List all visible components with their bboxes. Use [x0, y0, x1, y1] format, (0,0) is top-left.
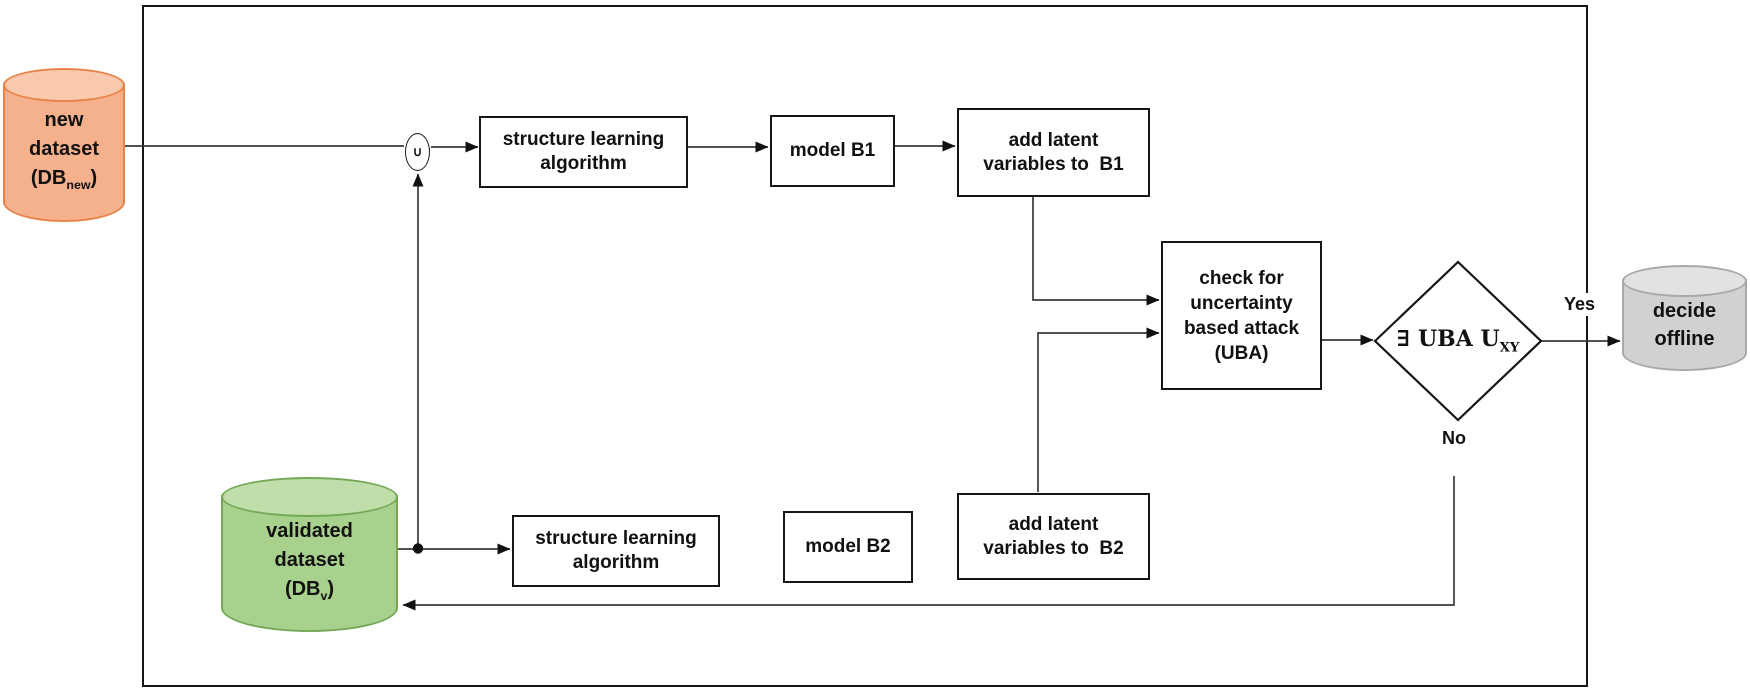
label-line: (DBv) [284, 577, 335, 603]
box-line: uncertainty [1190, 292, 1293, 314]
box-line: algorithm [540, 153, 627, 174]
box-line: based attack [1183, 317, 1300, 339]
check-uba-box: check for uncertainty based attack (UBA) [1161, 241, 1322, 390]
box-line: algorithm [572, 552, 660, 573]
union-symbol: ∪ [412, 144, 423, 159]
decide-offline-label: decide offline [1622, 283, 1747, 367]
edge-addlatentb1-to-check [1032, 197, 1160, 306]
decide-offline-cylinder: decide offline [1622, 265, 1747, 371]
add-latent-b1-box: add latent variables to B1 [957, 108, 1150, 197]
validated-dataset-cylinder: validated dataset (DBv) [221, 477, 398, 632]
no-branch-label: No [1438, 427, 1470, 450]
box-line: variables to B2 [983, 537, 1124, 559]
cylinder-cap [221, 477, 398, 517]
outer-frame [142, 5, 1588, 687]
yes-branch-label: Yes [1560, 293, 1600, 316]
model-b2-box: model B2 [783, 511, 913, 583]
decision-expression: ∃ UBA UXY [1396, 326, 1520, 356]
validated-dataset-label: validated dataset (DBv) [221, 503, 398, 624]
label-line: decide [1652, 300, 1717, 322]
junction-dot [412, 543, 424, 554]
model-b1-box: model B1 [770, 115, 895, 187]
label-line: dataset [274, 548, 345, 571]
box-line: model B2 [805, 536, 891, 557]
label-line: offline [1654, 328, 1715, 350]
box-line: variables to B1 [983, 153, 1124, 175]
edge-addlatentb2-to-check [1037, 327, 1160, 492]
label-line: validated [266, 519, 353, 542]
uba-decision-label: ∃ UBA UXY [1377, 311, 1539, 371]
cylinder-cap [3, 68, 125, 102]
new-dataset-label: new dataset (DBnew) [3, 90, 125, 216]
add-latent-b2-box: add latent variables to B2 [957, 493, 1150, 580]
box-line: add latent [1008, 129, 1099, 151]
cylinder-body [221, 495, 398, 632]
structure-learning-2-box: structure learning algorithm [512, 515, 720, 587]
label-line: (DBnew) [30, 167, 98, 192]
structure-learning-1-box: structure learning algorithm [479, 116, 688, 188]
cylinder-cap [1622, 265, 1747, 297]
box-line: check for [1199, 267, 1284, 289]
label-line: dataset [28, 138, 100, 160]
box-line: add latent [1008, 513, 1099, 535]
uba-decision-diamond [1373, 260, 1543, 422]
cylinder-body [3, 83, 125, 222]
box-line: model B1 [789, 140, 876, 161]
union-node: ∪ [405, 133, 430, 171]
box-line: (UBA) [1214, 342, 1269, 364]
box-line: structure learning [535, 528, 697, 549]
new-dataset-cylinder: new dataset (DBnew) [3, 68, 125, 222]
label-line: new [44, 109, 84, 131]
edge-diamond-no-to-validated [402, 476, 1455, 611]
box-line: structure learning [502, 129, 665, 150]
